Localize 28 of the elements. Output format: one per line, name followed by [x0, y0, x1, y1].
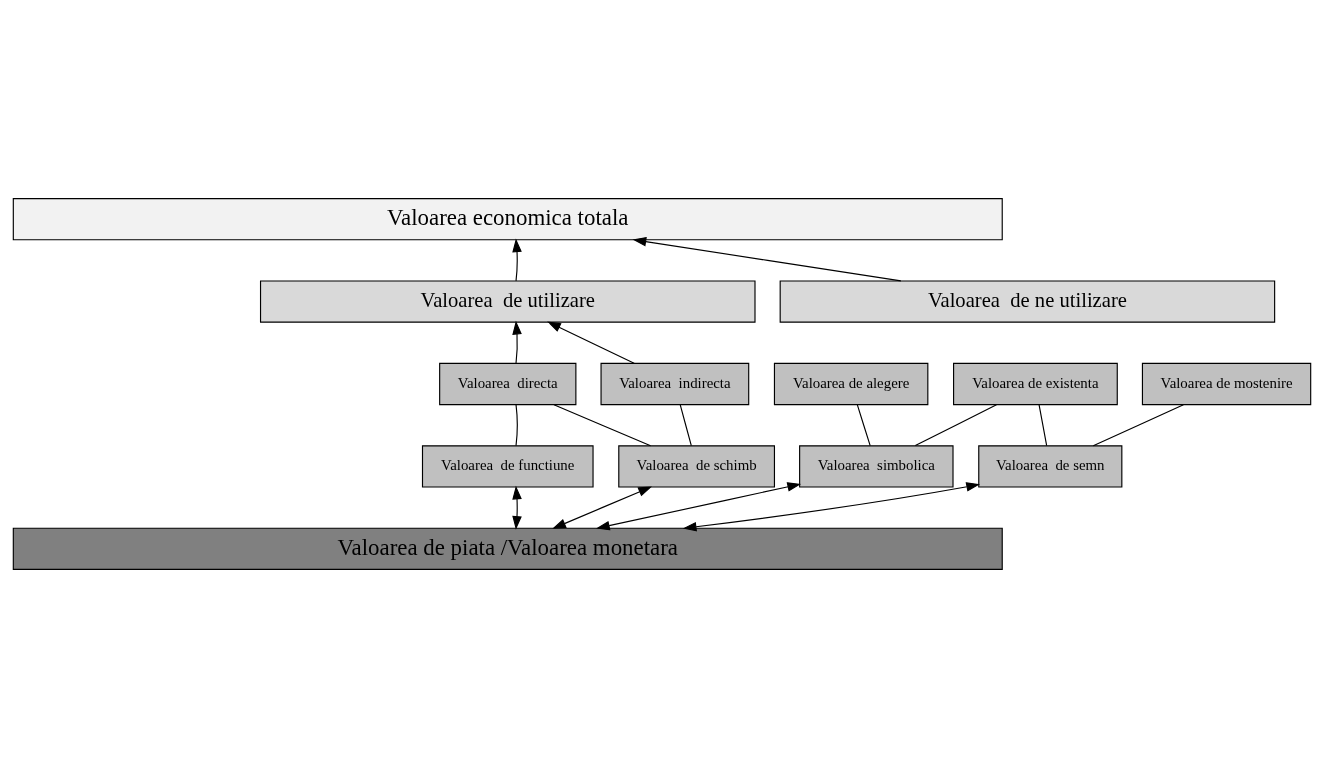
- connector: [856, 403, 871, 446]
- node-box: Valoarea de schimb: [618, 444, 776, 488]
- node-box: Valoarea de existenta: [953, 362, 1118, 405]
- connector: [553, 403, 652, 446]
- connector: [914, 403, 998, 446]
- node-box: Valoarea de utilizare: [259, 279, 756, 323]
- arrow: [512, 320, 522, 364]
- node-box: Valoarea de semn: [978, 444, 1123, 488]
- arrow: [596, 481, 802, 530]
- arrow: [512, 237, 522, 281]
- arrow: [512, 485, 522, 530]
- node-box: Valoarea indirecta: [600, 362, 750, 405]
- arrow: [682, 481, 980, 531]
- connector: [1092, 403, 1184, 446]
- connector: [515, 403, 518, 446]
- node-box: Valoarea de piata /Valoarea monetara: [12, 527, 1003, 570]
- node-box: Valoarea de functiune: [421, 444, 594, 488]
- arrow: [552, 485, 653, 529]
- node-box: Valoarea de mostenire: [1141, 362, 1312, 405]
- arrow: [632, 236, 902, 281]
- connector: [1038, 403, 1048, 446]
- node-box: Valoarea de ne utilizare: [779, 279, 1276, 323]
- arrow: [547, 321, 635, 364]
- node-box: Valoarea de alegere: [773, 362, 929, 405]
- connector: [679, 403, 692, 446]
- node-box: Valoarea economica totala: [12, 197, 1003, 240]
- node-box: Valoarea simbolica: [799, 444, 954, 488]
- node-box: Valoarea directa: [439, 362, 577, 405]
